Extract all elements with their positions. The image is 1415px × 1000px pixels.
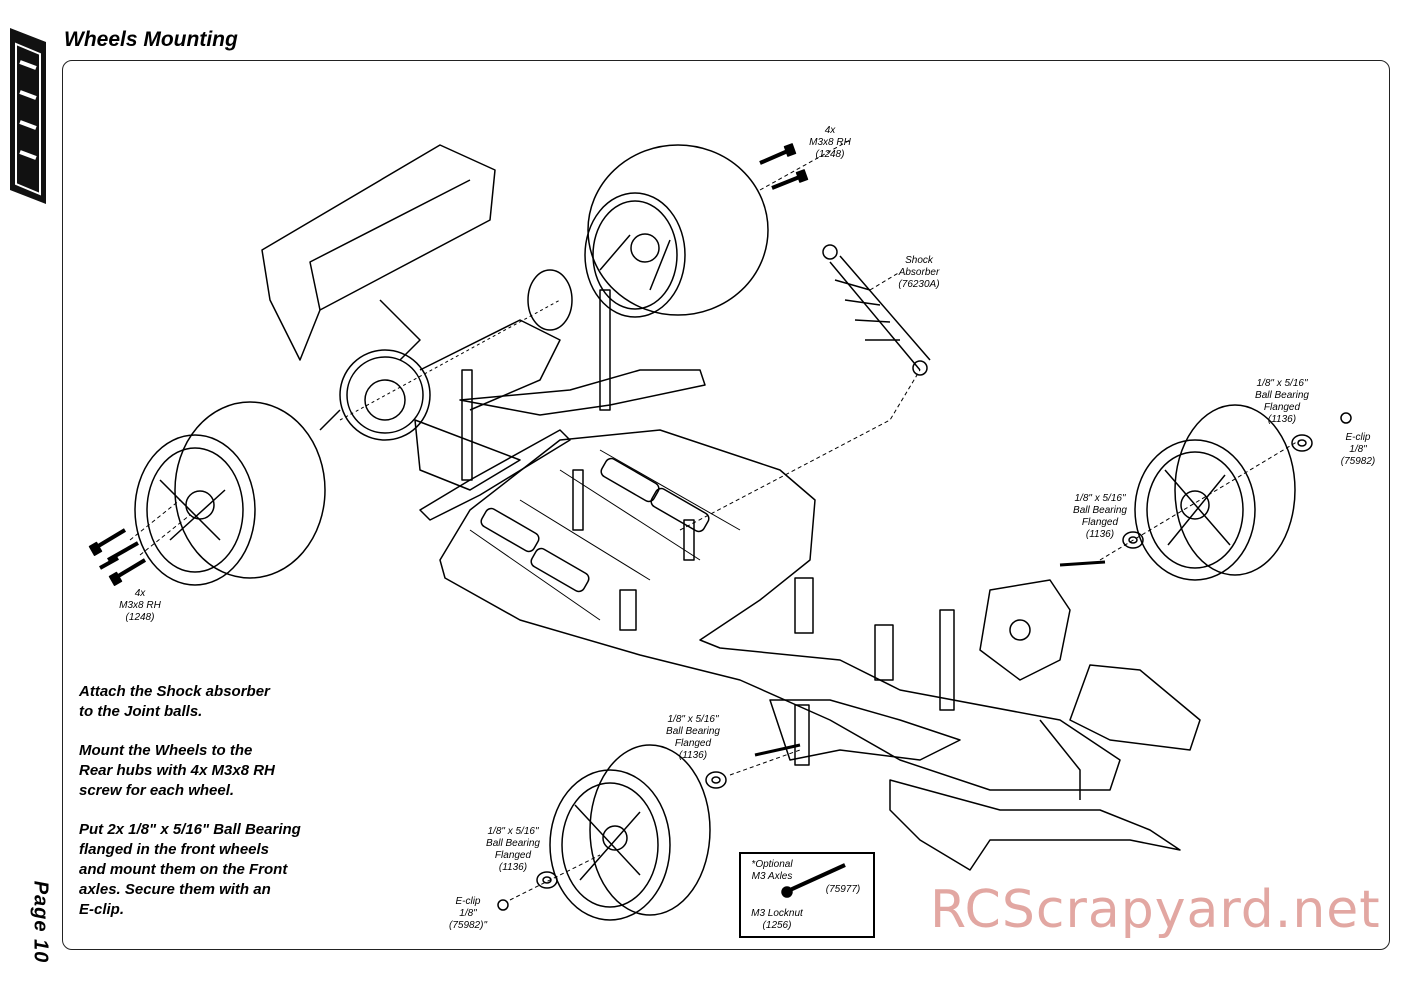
locknut-label: M3 Locknut(1256) — [751, 908, 803, 931]
page-title: Wheels Mounting — [64, 28, 238, 51]
front-wing — [889, 779, 1181, 871]
brand-logo — [10, 28, 46, 204]
axle-part-label: (75977) — [825, 884, 861, 895]
instructions: Attach the Shock absorber to the Joint b… — [79, 682, 379, 939]
rear-wheel-top — [584, 144, 769, 318]
front-wheel-left — [549, 744, 711, 921]
chassis-plate — [439, 429, 1121, 791]
shock-absorber — [822, 244, 934, 377]
instruction-step: Put 2x 1/8" x 5/16" Ball Bearing flanged… — [79, 821, 301, 918]
optional-axles-box — [739, 852, 875, 938]
diagram-frame — [62, 60, 1390, 950]
rear-wing — [261, 144, 496, 361]
rear-wheel-left — [134, 401, 326, 586]
front-wheel-right — [1134, 404, 1296, 581]
watermark: RCScrapyard.net — [930, 880, 1381, 940]
front-suspension — [769, 699, 961, 761]
instruction-step: Attach the Shock absorber to the Joint b… — [79, 683, 270, 720]
instruction-step: Mount the Wheels to the Rear hubs with 4… — [79, 742, 275, 799]
